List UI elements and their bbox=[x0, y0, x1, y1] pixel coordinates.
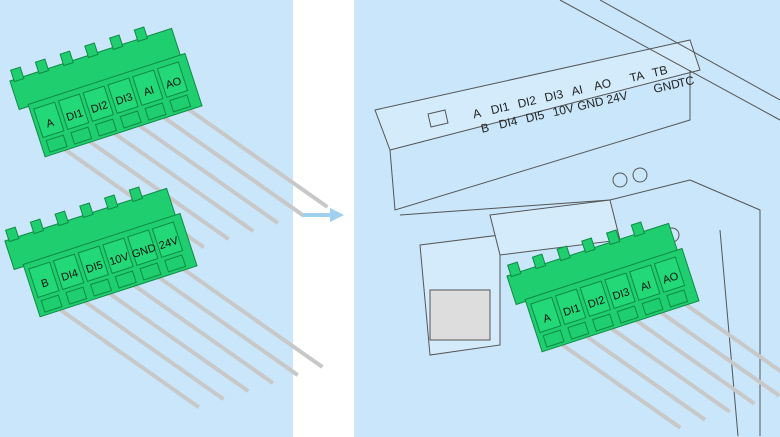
wire bbox=[54, 304, 200, 409]
panel-label: TC bbox=[677, 73, 696, 90]
screw-slot bbox=[114, 270, 137, 289]
wire bbox=[655, 307, 780, 398]
screw-slot bbox=[89, 278, 113, 297]
wire bbox=[153, 272, 299, 377]
screw-slot bbox=[144, 102, 167, 121]
screw-slot bbox=[164, 254, 187, 273]
wire bbox=[680, 299, 780, 374]
screw-slot bbox=[591, 313, 615, 332]
terminal-label: AI bbox=[142, 84, 156, 99]
panel-label: DI2 bbox=[516, 93, 538, 111]
terminal-label: DI3 bbox=[114, 91, 134, 108]
wire bbox=[133, 120, 280, 225]
panel-label: DI3 bbox=[543, 87, 565, 105]
screw-slot bbox=[542, 329, 565, 348]
panel-label: GND bbox=[652, 76, 681, 96]
wire bbox=[605, 323, 731, 414]
arrow-right-icon bbox=[302, 208, 344, 222]
screw-slot bbox=[169, 94, 192, 113]
wire bbox=[79, 296, 225, 401]
terminal-label: AO bbox=[164, 75, 183, 91]
screw-slot bbox=[641, 297, 664, 316]
terminal-label: DI2 bbox=[90, 99, 110, 116]
screw-slot bbox=[666, 289, 689, 308]
terminal-label: B bbox=[40, 277, 51, 291]
panel-label: AI bbox=[570, 82, 584, 98]
screw-slot bbox=[65, 286, 88, 305]
wire bbox=[556, 339, 682, 430]
panel-label: TA bbox=[628, 68, 645, 85]
terminal-label: DI1 bbox=[562, 302, 582, 319]
terminal-label: A bbox=[542, 312, 553, 326]
screw-slot bbox=[94, 118, 118, 137]
screw-slot bbox=[567, 321, 590, 340]
panel-label: 24V bbox=[605, 88, 629, 106]
panel-label: 10V bbox=[551, 101, 575, 119]
panel-label: GND bbox=[576, 94, 605, 114]
panel-label: DI1 bbox=[489, 99, 511, 117]
device-housing bbox=[374, 0, 780, 437]
terminal-label: AI bbox=[639, 279, 653, 294]
screw-slot bbox=[40, 294, 63, 313]
panel-label: DI4 bbox=[497, 114, 519, 132]
terminal-label: 24V bbox=[158, 235, 181, 253]
screw-slot bbox=[45, 134, 68, 153]
terminal-label: DI3 bbox=[611, 286, 631, 303]
wire bbox=[103, 288, 250, 393]
panel-label: DI5 bbox=[524, 108, 546, 126]
wire bbox=[128, 280, 275, 385]
terminal-label: DI1 bbox=[65, 107, 85, 124]
terminal-label: DI2 bbox=[587, 294, 607, 311]
terminal-label: DI4 bbox=[60, 267, 80, 284]
wire bbox=[581, 331, 707, 422]
wire bbox=[183, 104, 329, 209]
terminal-label: 10V bbox=[108, 251, 131, 269]
terminal-label: AO bbox=[661, 270, 680, 286]
wire bbox=[158, 112, 304, 217]
panel-label: TB bbox=[651, 63, 669, 80]
wire bbox=[178, 264, 324, 369]
wire bbox=[108, 128, 255, 233]
terminal-label: A bbox=[45, 117, 56, 131]
screw-slot bbox=[70, 126, 93, 145]
wire bbox=[630, 315, 756, 406]
terminal-label: DI5 bbox=[85, 259, 105, 276]
screw-slot bbox=[139, 262, 162, 281]
wire bbox=[84, 136, 230, 241]
panel-label: B bbox=[480, 120, 491, 135]
panel-label: A bbox=[471, 106, 482, 121]
screw-slot bbox=[616, 305, 639, 324]
screw-slot bbox=[119, 110, 142, 129]
panel-label: AO bbox=[592, 76, 612, 94]
